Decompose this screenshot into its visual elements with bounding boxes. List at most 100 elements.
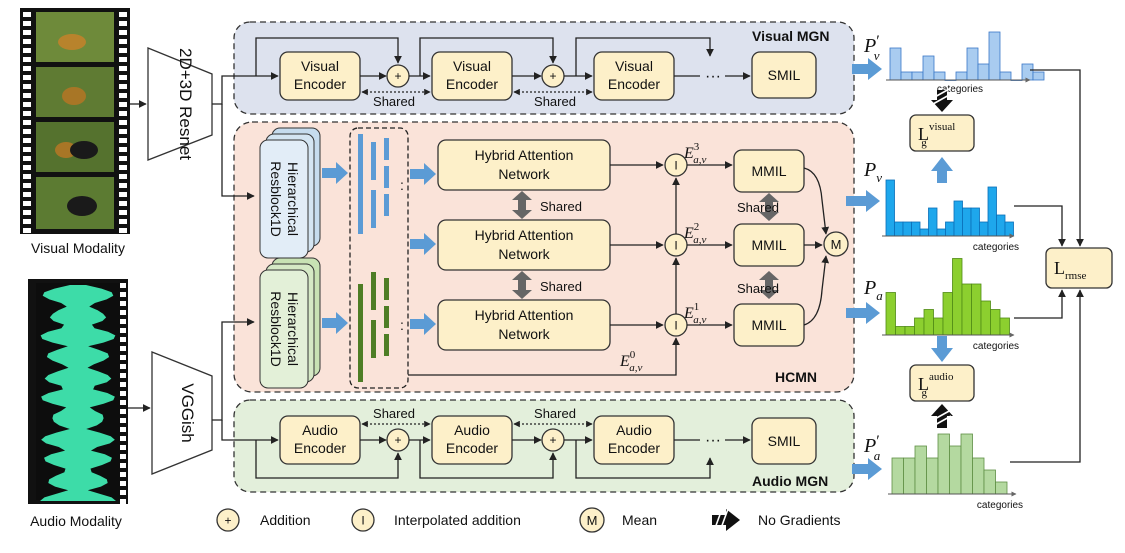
histogram-bar xyxy=(953,200,963,237)
audio-shared-2: Shared xyxy=(534,406,576,421)
pa-to-loss-arrow-icon xyxy=(931,336,953,362)
visual-ellipsis: ··· xyxy=(705,68,721,85)
resnet-extractor xyxy=(147,47,213,161)
visual-modality-label: Visual Modality xyxy=(31,240,125,256)
visual-film-strip xyxy=(20,8,130,234)
legend-mean-icon xyxy=(579,507,605,533)
histogram-bar xyxy=(923,309,934,336)
pv-prime-label: P′v xyxy=(863,33,880,63)
pv-to-loss-arrow-icon xyxy=(931,157,953,183)
mean-symbol: M xyxy=(831,237,842,252)
audio-mgn-title: Audio MGN xyxy=(752,473,828,489)
han-arrow-2-icon xyxy=(410,233,436,255)
histogram-bar xyxy=(945,221,955,237)
visual-resblock-stack xyxy=(259,127,321,259)
output-arrow-pa-prime-icon xyxy=(852,458,882,480)
audio-resblock-label: HierarchicalResblock1D xyxy=(268,291,301,366)
histogram-bar xyxy=(933,71,946,81)
feature-bar xyxy=(384,334,389,356)
legend-addition-symbol: + xyxy=(224,514,231,528)
visual-addition-2-symbol: + xyxy=(549,69,556,83)
output-arrow-pv-icon xyxy=(846,190,880,212)
histogram-bar xyxy=(987,186,997,237)
feature-bar xyxy=(358,134,363,234)
mmil-shared-2: Shared xyxy=(737,281,779,296)
histogram-bar xyxy=(895,326,906,336)
histogram-bar xyxy=(885,179,895,237)
legend-addition-label: Addition xyxy=(260,512,311,528)
histogram-pv xyxy=(882,179,1015,239)
histogram-bar xyxy=(971,283,982,336)
loss-rmse-box xyxy=(1045,247,1113,289)
pa-label: Pa xyxy=(863,277,883,303)
legend-interp-label: Interpolated addition xyxy=(394,512,521,528)
histogram-bar xyxy=(955,71,968,81)
no-gradient-audio-icon xyxy=(931,404,953,428)
histogram-bar xyxy=(1004,221,1014,237)
axis-label-pv-prime: categories xyxy=(937,84,983,95)
mean-icon xyxy=(823,231,849,257)
histogram-bar xyxy=(902,221,912,237)
visual-smil-box xyxy=(751,51,817,99)
histogram-bar xyxy=(885,292,896,336)
visual-resblock-label: HierarchicalResblock1D xyxy=(268,161,301,236)
histogram-bar xyxy=(914,445,927,495)
histogram-bar xyxy=(936,228,946,237)
legend-interp-icon xyxy=(351,508,375,532)
mmil-box-3 xyxy=(733,149,805,193)
mmil-label-2: MMIL xyxy=(752,237,787,253)
mmil-label-1: MMIL xyxy=(752,317,787,333)
histogram-bar xyxy=(914,317,925,336)
histogram-bar xyxy=(995,481,1008,495)
audio-addition-1-symbol: + xyxy=(394,433,401,447)
loss-rmse-label: Lrmse xyxy=(1054,258,1087,282)
audio-smil-label: SMIL xyxy=(768,433,801,449)
histogram-bar xyxy=(990,309,1001,336)
resnet-label: 2D+3D Resnet xyxy=(176,48,195,160)
feature-bar xyxy=(371,190,376,228)
histogram-bar xyxy=(937,433,950,495)
mmil-shared-arrow-2-icon xyxy=(759,271,779,299)
histogram-bar xyxy=(889,47,902,81)
axis-label-pa-prime: categories xyxy=(977,500,1023,511)
histogram-bar xyxy=(996,214,1006,237)
feature-bar xyxy=(371,272,376,310)
legend-no-gradient-label: No Gradients xyxy=(758,512,840,528)
output-arrow-pa-icon xyxy=(846,302,880,324)
loss-visual-box xyxy=(909,114,975,152)
output-arrow-pv-prime-icon xyxy=(852,58,882,80)
histogram-pa-prime xyxy=(888,433,1017,497)
visual-shared-2: Shared xyxy=(534,94,576,109)
pa-prime-label: P′a xyxy=(863,433,881,463)
feature-pyramid-box xyxy=(349,127,409,389)
histogram-bar xyxy=(919,228,929,237)
audio-resblock-stack xyxy=(259,257,321,389)
visual-shared-1: Shared xyxy=(373,94,415,109)
han-arrow-3-icon xyxy=(410,313,436,335)
histogram-bar xyxy=(999,317,1010,336)
histogram-bar xyxy=(904,326,915,336)
histogram-pv-prime xyxy=(886,31,1045,83)
histogram-bar xyxy=(900,71,913,81)
histogram-bar xyxy=(970,207,980,237)
histogram-bar xyxy=(933,317,944,336)
visual-smil-label: SMIL xyxy=(768,67,801,83)
visual-mgn-title: Visual MGN xyxy=(752,28,830,44)
histogram-bar xyxy=(949,445,962,495)
histogram-bar xyxy=(988,31,1001,81)
axis-label-pv: categories xyxy=(973,242,1019,253)
no-gradient-visual-icon xyxy=(931,87,953,112)
histogram-bar xyxy=(1032,71,1045,81)
